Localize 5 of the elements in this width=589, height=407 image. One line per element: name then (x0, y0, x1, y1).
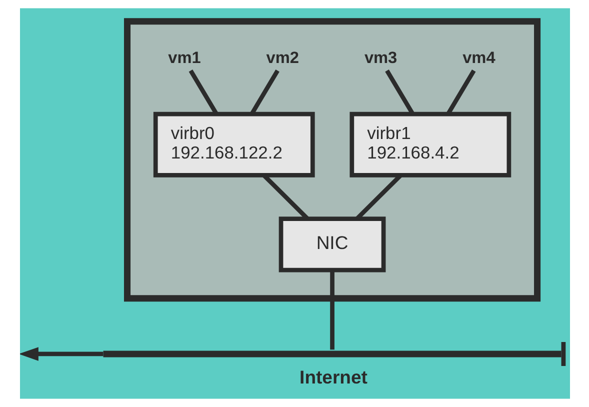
node-text: vm3 (364, 48, 397, 67)
node-text: vm2 (266, 48, 299, 67)
node-text: vm4 (462, 48, 495, 67)
node-text: vm1 (168, 48, 200, 67)
node-label: Internet (299, 366, 367, 388)
